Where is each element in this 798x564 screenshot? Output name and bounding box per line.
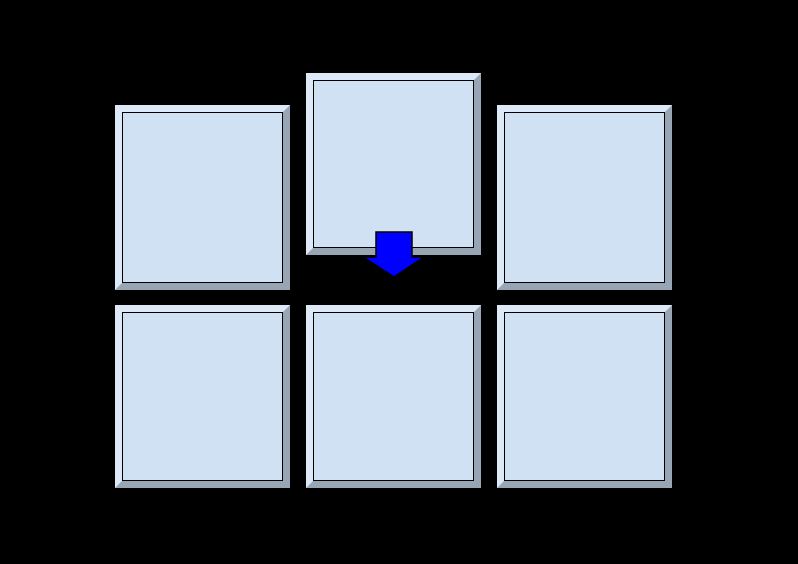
panel-bottom-center (305, 304, 482, 489)
panel-top-center-raised (305, 72, 482, 256)
panel-top-left-face (122, 112, 283, 283)
panel-bottom-left (114, 304, 291, 489)
panel-top-right-face (504, 112, 665, 283)
panel-bottom-right (496, 304, 673, 489)
panel-bottom-center-face (313, 312, 474, 481)
panel-top-center-face (313, 80, 474, 248)
panel-top-left (114, 104, 291, 291)
panel-bottom-right-face (504, 312, 665, 481)
panel-top-right (496, 104, 673, 291)
down-arrow-icon (362, 231, 425, 278)
panel-bottom-left-face (122, 312, 283, 481)
down-arrow-shape (362, 231, 425, 278)
